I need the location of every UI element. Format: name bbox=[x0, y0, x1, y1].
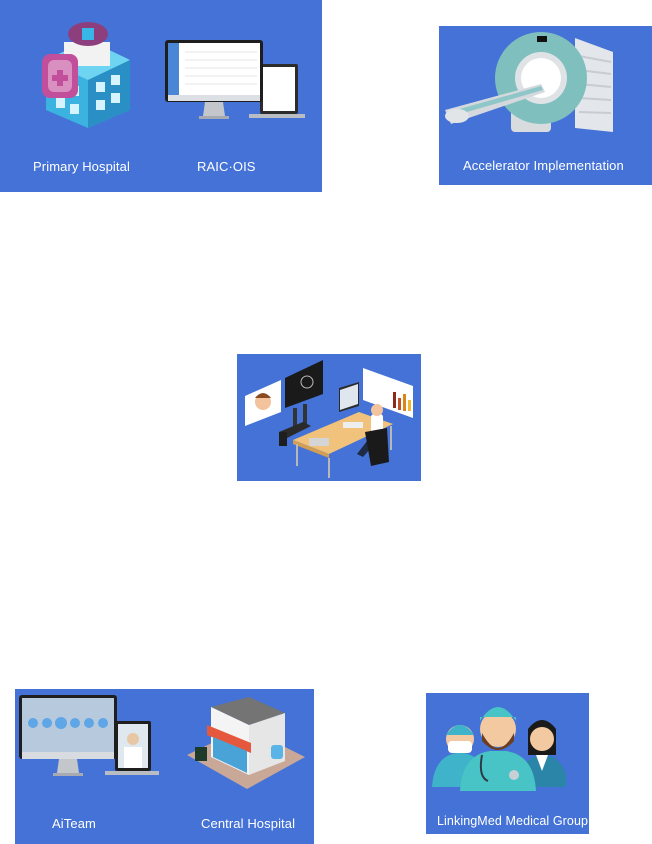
ct-scanner-icon bbox=[445, 32, 613, 132]
hospital-building-icon[interactable] bbox=[38, 20, 138, 128]
linkingmed-medical-group-label: LinkingMed Medical Group bbox=[437, 814, 589, 828]
tile-linkingmed-medical-group[interactable]: LinkingMed Medical Group bbox=[426, 693, 589, 834]
primary-hospital-label: Primary Hospital bbox=[33, 159, 130, 174]
tile-aiteam-central-hospital[interactable]: AiTeam Central Hospital bbox=[15, 689, 314, 844]
telemedicine-screens-icon[interactable] bbox=[19, 695, 159, 783]
desktop-laptop-software-icon[interactable] bbox=[165, 38, 305, 128]
tile-accelerator-implementation[interactable]: Accelerator Implementation bbox=[439, 26, 652, 185]
aiteam-label: AiTeam bbox=[52, 816, 96, 831]
doctor-workstation-icon bbox=[245, 360, 413, 478]
central-hospital-label: Central Hospital bbox=[201, 816, 296, 831]
tile-primary-hospital-raic-ois[interactable]: Primary Hospital RAIC·OIS bbox=[0, 0, 322, 192]
raic-ois-label: RAIC·OIS bbox=[197, 159, 256, 174]
tile-remote-workstation[interactable] bbox=[237, 354, 421, 481]
medical-team-icon bbox=[432, 707, 566, 791]
accelerator-implementation-label: Accelerator Implementation bbox=[463, 158, 624, 173]
hospital-storefront-icon[interactable] bbox=[187, 697, 305, 789]
